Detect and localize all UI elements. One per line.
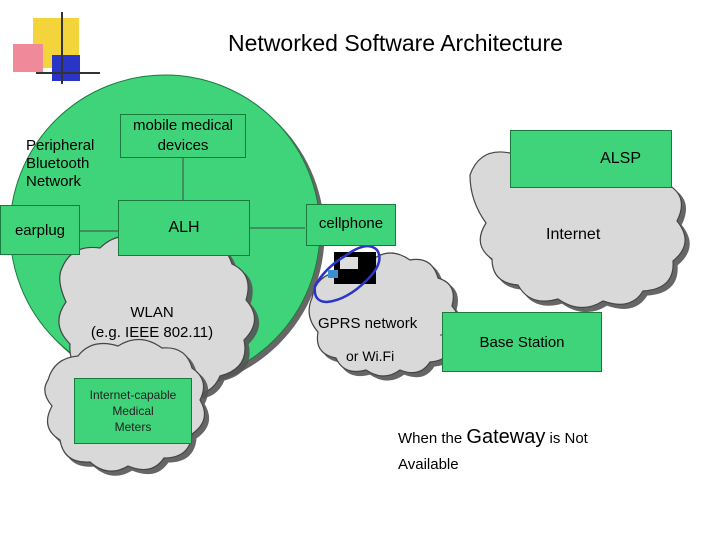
medical-meters-label: Internet-capable Medical Meters: [89, 388, 177, 434]
cellphone-label: cellphone: [318, 215, 384, 232]
horizontal-rule: [36, 72, 100, 74]
gateway-note: When the Gateway is Not Available: [398, 424, 698, 478]
note-gateway-word: Gateway: [466, 426, 546, 448]
note-line1-end: is Not: [549, 430, 588, 447]
earplug-box: earplug: [0, 205, 80, 255]
base-station-box: Base Station: [442, 312, 602, 372]
alh-box: ALH: [118, 200, 250, 256]
diagram-title: Networked Software Architecture: [228, 30, 563, 56]
note-line1-start: When the: [398, 430, 463, 447]
gprs-network-label: GPRS network: [318, 315, 418, 332]
pink-square: [13, 44, 43, 72]
cellphone-box: cellphone: [306, 204, 396, 246]
alh-label: ALH: [168, 219, 200, 236]
corner-decoration: [0, 0, 100, 100]
alsp-box: ALSP: [510, 130, 672, 188]
alsp-label: ALSP: [600, 150, 641, 167]
peripheral-network-label: Peripheral Bluetooth Network: [26, 137, 95, 190]
note-line2: Available: [398, 456, 459, 473]
internet-label: Internet: [546, 226, 601, 243]
wlan-label: WLAN (e.g. IEEE 802.11): [90, 304, 214, 341]
mobile-medical-devices-label: mobile medical devices: [132, 117, 234, 154]
blue-square: [52, 55, 80, 81]
mobile-medical-devices-box: mobile medical devices: [120, 114, 246, 158]
vertical-rule: [61, 12, 63, 84]
earplug-label: earplug: [14, 221, 66, 239]
cellphone-icon: [313, 244, 381, 304]
wifi-label: or Wi.Fi: [346, 348, 395, 364]
medical-meters-box: Internet-capable Medical Meters: [74, 378, 192, 444]
base-station-label: Base Station: [479, 333, 565, 351]
